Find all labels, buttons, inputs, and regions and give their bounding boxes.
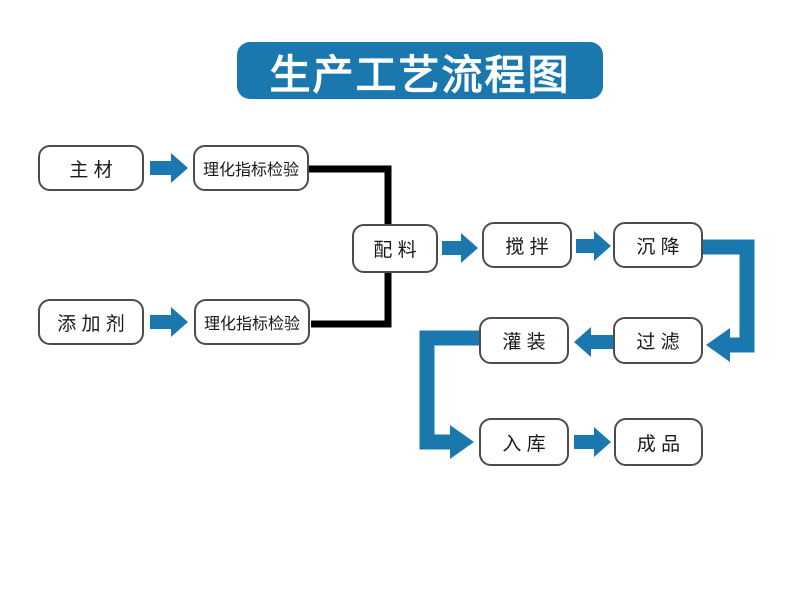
arrow-stirring-to-settling-icon	[576, 231, 611, 261]
arrow-settling-to-filtering-elbow	[700, 239, 755, 353]
node-additive: 添 加 剂	[38, 299, 144, 345]
node-filtering: 过 滤	[613, 317, 703, 364]
node-warehousing: 入 库	[479, 418, 569, 466]
node-batching: 配 料	[352, 224, 438, 273]
arrow-settling-to-filtering-head-icon	[706, 328, 730, 362]
arrow-warehousing-to-finished-icon	[574, 427, 611, 457]
connector-inspection-bottom-to-batching	[311, 271, 392, 328]
node-inspection-top: 理化指标检验	[193, 145, 309, 191]
node-settling: 沉 降	[613, 222, 703, 268]
arrow-filling-to-warehousing-elbow	[419, 330, 479, 450]
node-main-material: 主 材	[38, 145, 144, 191]
arrow-main-material-to-inspection-icon	[150, 153, 188, 183]
arrow-filtering-to-filling-icon	[574, 327, 613, 357]
node-inspection-bottom: 理化指标检验	[194, 299, 310, 345]
arrow-batching-to-stirring-icon	[442, 233, 478, 263]
connector-inspection-top-to-batching	[309, 165, 392, 226]
arrow-filling-to-warehousing-head-icon	[450, 425, 474, 459]
node-stirring: 搅 拌	[482, 222, 572, 268]
arrow-additive-to-inspection-icon	[150, 307, 188, 337]
node-finished-product: 成 品	[614, 418, 703, 466]
page-title: 生产工艺流程图	[237, 42, 603, 99]
node-filling: 灌 装	[479, 317, 569, 364]
